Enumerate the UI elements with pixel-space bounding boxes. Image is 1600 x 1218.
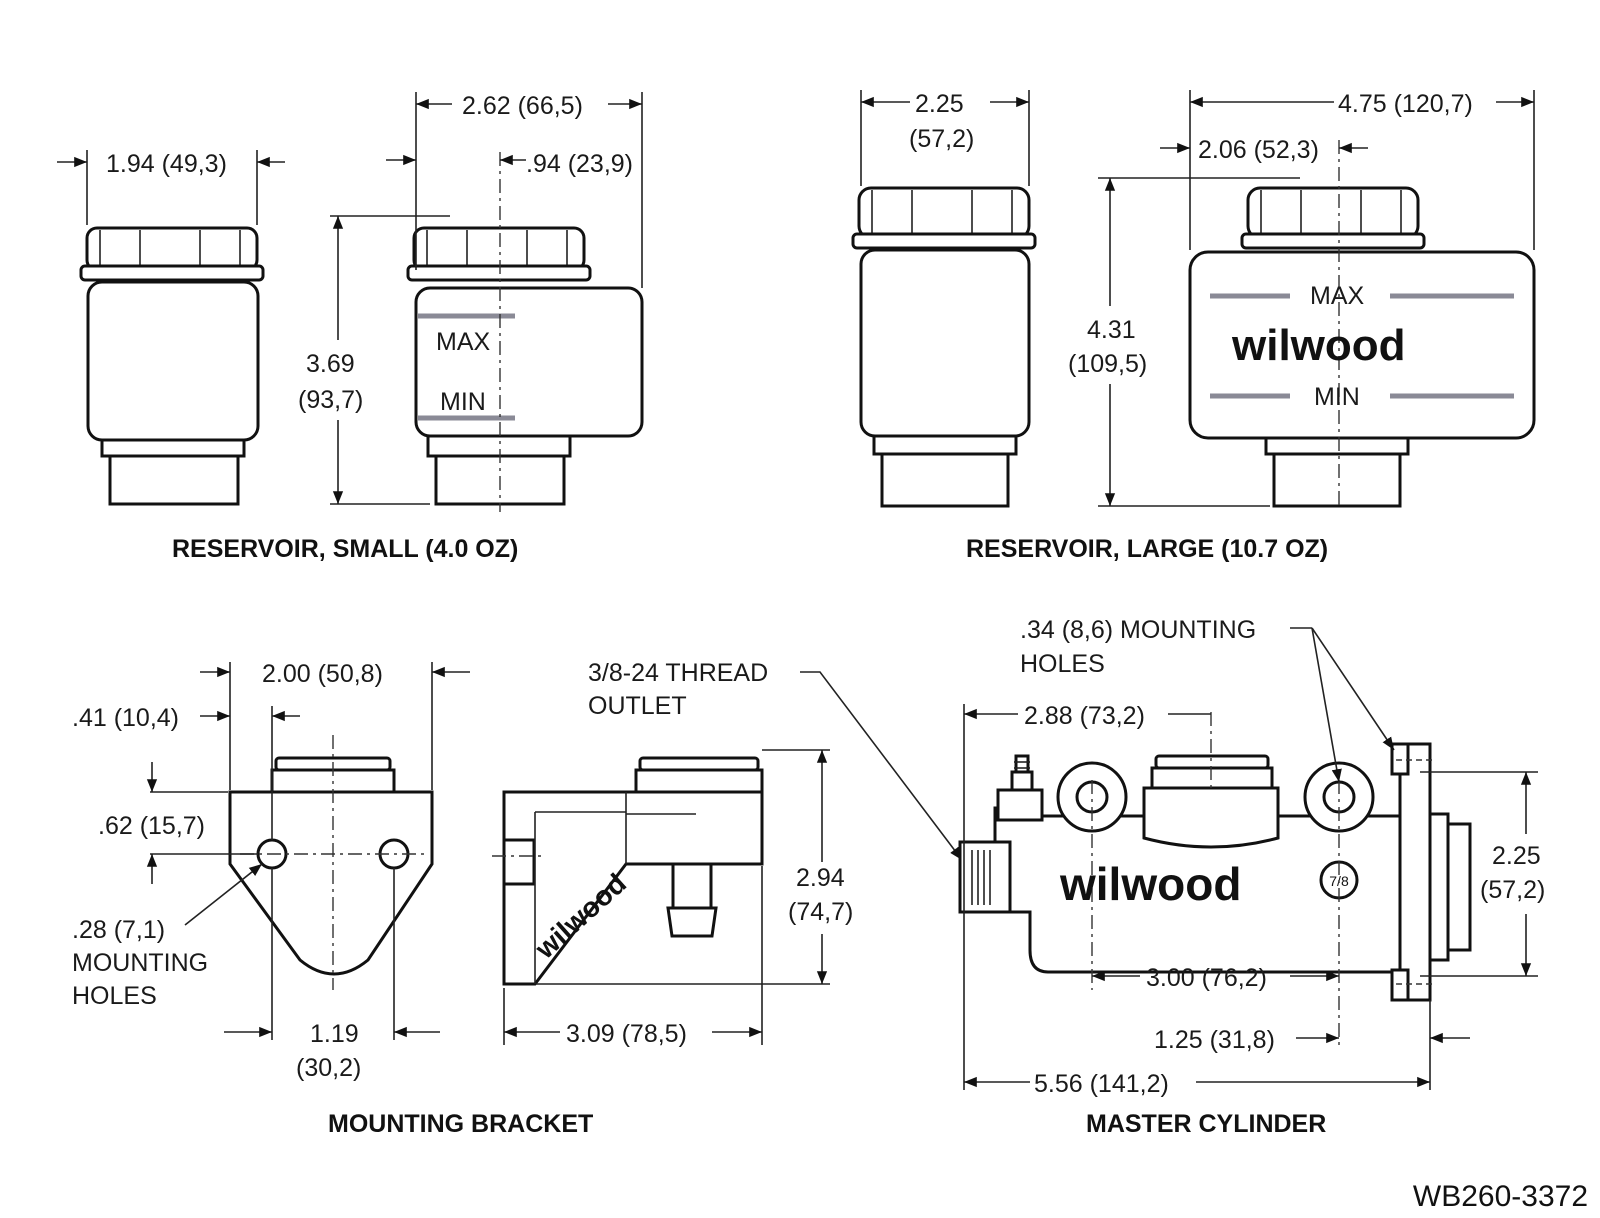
large-width-metric: (57,2) (909, 125, 974, 153)
outlet-callout-line2: OUTLET (588, 692, 687, 720)
bracket-holes-word1: MOUNTING (72, 949, 208, 977)
bracket-hole-height-dim: .62 (15,7) (98, 812, 205, 840)
reservoir-small-front-view (406, 152, 644, 512)
large-height-metric: (109,5) (1068, 350, 1147, 378)
mc-height-metric: (57,2) (1480, 876, 1545, 904)
large-offset-dim: 2.06 (52,3) (1198, 136, 1319, 164)
reservoir-large-title: RESERVOIR, LARGE (10.7 OZ) (966, 535, 1328, 563)
bracket-holes-size: .28 (7,1) (72, 916, 165, 944)
reservoir-large-group: MAX MIN wilwood 2.25 (57,2) 4.75 (120,7)… (851, 90, 1536, 563)
small-height-dim: 3.69 (306, 350, 355, 378)
bracket-height-dim: 2.94 (796, 864, 845, 892)
reservoir-small-side-view (79, 226, 265, 506)
mc-overall-dim: 5.56 (141,2) (1034, 1070, 1169, 1098)
bracket-bottom-dim: 1.19 (310, 1020, 359, 1048)
master-cylinder-logo: wilwood (1059, 858, 1241, 910)
small-max-label: MAX (436, 328, 491, 356)
master-cylinder-body: 7/8 (958, 712, 1472, 1050)
bracket-height-metric: (74,7) (788, 898, 853, 926)
small-min-label: MIN (440, 388, 486, 416)
small-width-dim: 1.94 (49,3) (106, 150, 227, 178)
bracket-depth-dim: 3.09 (78,5) (566, 1020, 687, 1048)
bracket-side-view: wilwood (492, 756, 764, 986)
small-overall-dim: 2.62 (66,5) (462, 92, 583, 120)
reservoir-small-title: RESERVOIR, SMALL (4.0 OZ) (172, 535, 518, 563)
small-height-metric: (93,7) (298, 386, 363, 414)
mc-height-dim: 2.25 (1492, 842, 1541, 870)
reservoir-large-front-view (1188, 140, 1536, 510)
large-min-label: MIN (1314, 383, 1360, 411)
mc-port-dim: 2.88 (73,2) (1024, 702, 1145, 730)
small-offset-dim: .94 (23,9) (526, 150, 633, 178)
bracket-spacing-dim: 2.00 (50,8) (262, 660, 383, 688)
reservoir-small-group: MAX MIN 1.94 (49,3) 2.62 (66,5) .94 (23,… (57, 92, 644, 563)
mc-holes-dim: 3.00 (76,2) (1146, 964, 1267, 992)
bracket-front-view (228, 735, 434, 1040)
mounting-bracket-title: MOUNTING BRACKET (328, 1110, 593, 1138)
large-reservoir-logo: wilwood (1231, 321, 1406, 370)
part-number: WB260-3372 (1413, 1180, 1588, 1213)
mounting-bracket-group: 2.00 (50,8) .41 (10,4) .62 (15,7) .28 (7… (72, 659, 963, 1138)
outlet-callout-line1: 3/8-24 THREAD (588, 659, 768, 687)
bracket-holes-word2: HOLES (72, 982, 157, 1010)
mc-flange-dim: 1.25 (31,8) (1154, 1026, 1275, 1054)
mc-holes-line2: HOLES (1020, 650, 1105, 678)
reservoir-large-side-view (851, 186, 1037, 508)
master-cylinder-title: MASTER CYLINDER (1086, 1110, 1326, 1138)
large-max-label: MAX (1310, 282, 1365, 310)
mc-holes-line1: .34 (8,6) MOUNTING (1020, 616, 1256, 644)
large-width-dim: 2.25 (915, 90, 964, 118)
large-height-dim: 4.31 (1087, 316, 1136, 344)
master-cylinder-group: 7/8 wilwood .34 (8,6) MOUNTING HOLES 2.8… (958, 616, 1545, 1138)
bracket-bottom-metric: (30,2) (296, 1054, 361, 1082)
bracket-edge-dim: .41 (10,4) (72, 704, 179, 732)
large-overall-dim: 4.75 (120,7) (1338, 90, 1473, 118)
